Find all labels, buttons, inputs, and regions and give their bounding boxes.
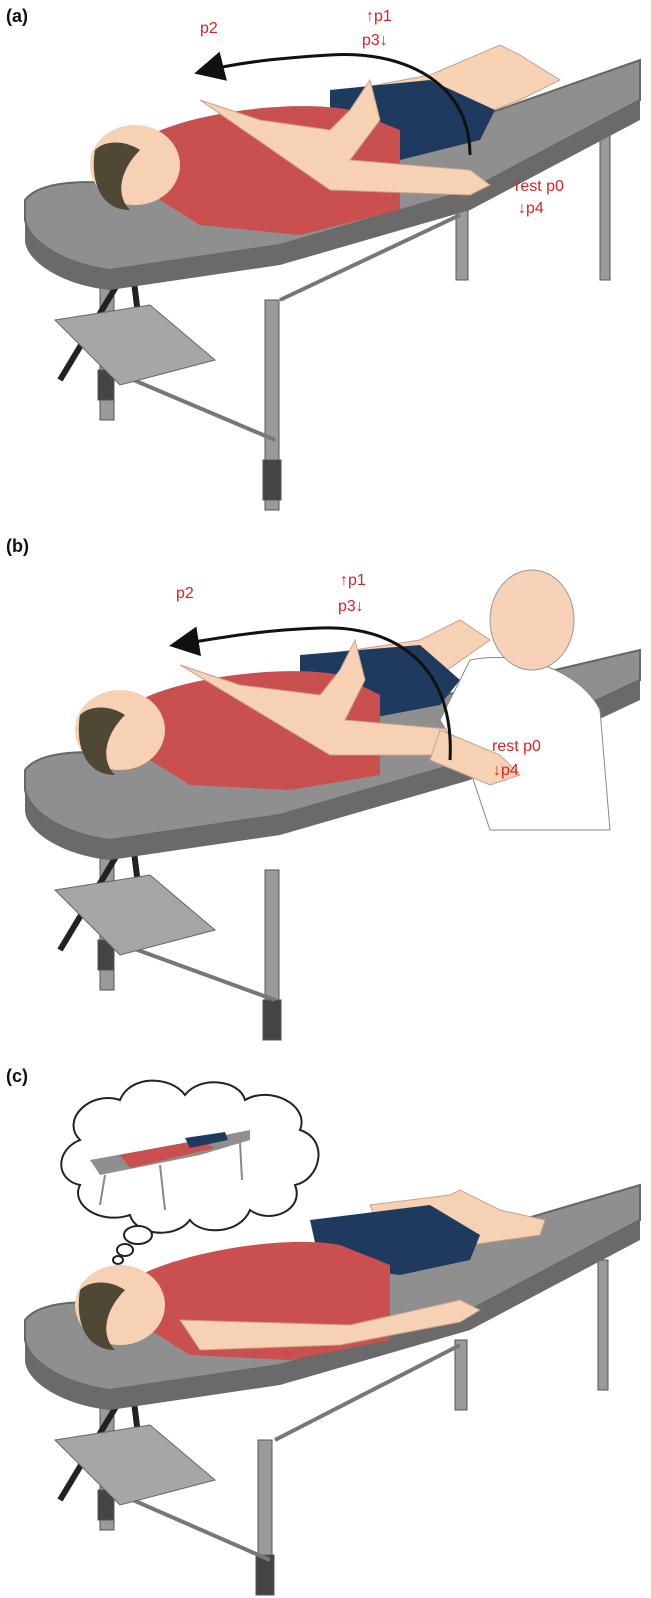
annotation-p2: p2 [200,20,218,38]
thought-bubble [61,1081,318,1264]
therapist-head [490,570,574,670]
annotation-p4: ↓p4 [493,762,519,780]
massage-table-scene-a [0,0,651,530]
massage-table-scene-c [0,1060,651,1598]
annotation-rest-p0: rest p0 [515,178,564,196]
therapist [430,570,610,830]
annotation-p3: p3↓ [338,598,364,616]
panel-b: (b) [0,530,651,1060]
panel-a: (a) [0,0,651,530]
annotation-rest-p0: rest p0 [492,738,541,756]
annotation-p3: p3↓ [362,32,388,50]
annotation-p1: ↑p1 [340,572,366,590]
annotation-p1: ↑p1 [366,8,392,26]
annotation-p4: ↓p4 [518,200,544,218]
annotation-p2: p2 [176,585,194,603]
panel-c: (c) [0,1060,651,1598]
massage-table-scene-b [0,530,651,1060]
